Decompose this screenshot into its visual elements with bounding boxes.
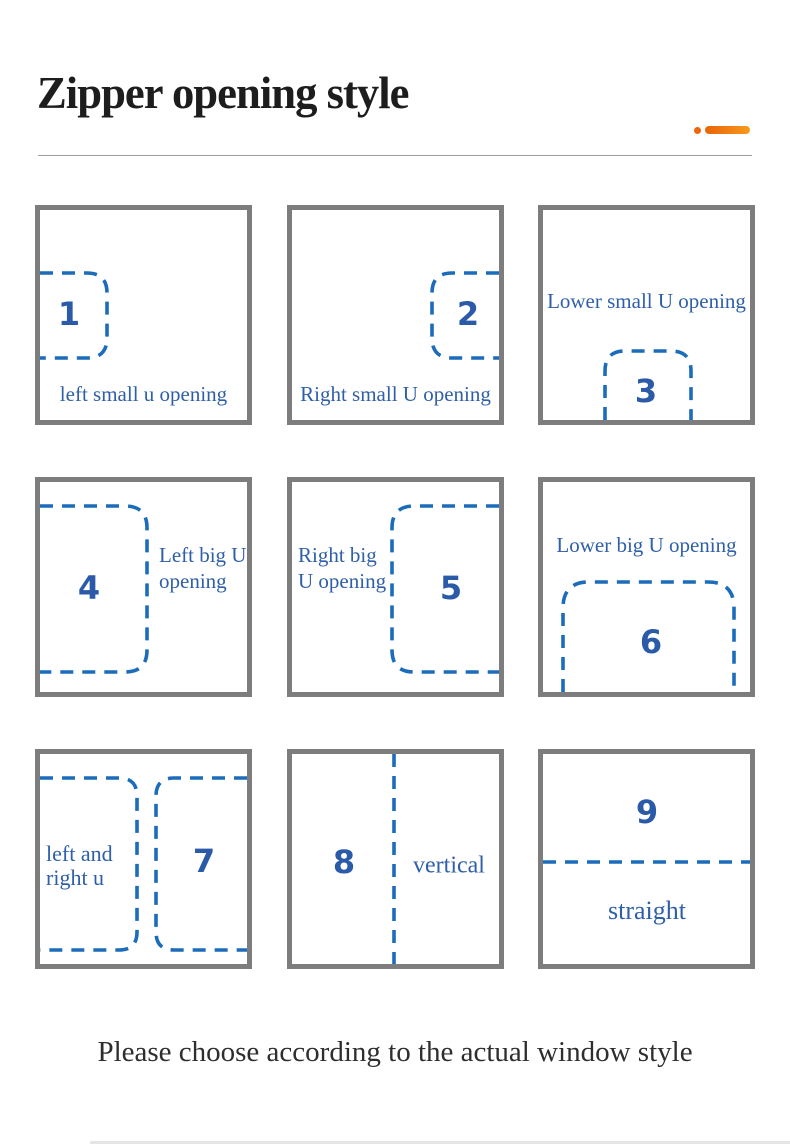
style-label-line1: left and xyxy=(46,841,113,866)
style-card-lower-small-u: Lower small U opening 3 xyxy=(538,205,755,425)
style-label: straight xyxy=(608,896,686,925)
style-number: 5 xyxy=(439,569,463,607)
style-card-right-small-u: 2 Right small U opening xyxy=(287,205,504,425)
style-number: 1 xyxy=(57,295,81,333)
style-number: 3 xyxy=(634,372,658,410)
orange-accent-dash-icon xyxy=(705,126,750,134)
style-card-vertical: 8 vertical xyxy=(287,749,504,969)
style-label: Right big U opening xyxy=(298,542,386,594)
style-label-line2: right u xyxy=(46,865,105,890)
footer-note: Please choose according to the actual wi… xyxy=(97,1036,693,1068)
dashed-opening-path-left xyxy=(40,776,139,952)
style-number: 2 xyxy=(456,295,480,333)
left-and-right-u-outline xyxy=(40,776,247,952)
style-card-left-small-u: 1 left small u opening xyxy=(35,205,252,425)
style-card-straight: 9 straight xyxy=(538,749,755,969)
style-label-line2: opening xyxy=(159,569,227,593)
straight-outline xyxy=(543,860,750,864)
dashed-opening-path xyxy=(40,271,109,360)
style-label-line1: Left big U xyxy=(159,543,247,567)
dashed-opening-path xyxy=(430,271,499,360)
style-card-lower-big-u: Lower big U opening 6 xyxy=(538,477,755,697)
style-label: left and right u xyxy=(46,842,113,890)
title-divider xyxy=(38,155,752,156)
style-number: 4 xyxy=(77,569,101,607)
orange-accent-dot-icon xyxy=(694,127,701,134)
bottom-divider xyxy=(90,1141,790,1144)
style-label: Left big U opening xyxy=(159,542,246,594)
style-number: 9 xyxy=(635,793,659,831)
style-number: 7 xyxy=(192,842,216,880)
vertical-outline xyxy=(392,754,396,964)
style-label: vertical xyxy=(413,852,485,879)
page-title: Zipper opening style xyxy=(37,67,409,118)
dashed-opening-path xyxy=(390,504,499,674)
left-small-u-outline xyxy=(40,271,109,360)
style-card-left-and-right-u: left and right u 7 xyxy=(35,749,252,969)
left-big-u-outline xyxy=(40,504,149,674)
style-label: Right small U opening xyxy=(300,382,491,406)
style-label-line1: Right big xyxy=(298,543,377,567)
right-small-u-outline xyxy=(430,271,499,360)
style-label: Lower big U opening xyxy=(556,533,737,557)
right-big-u-outline xyxy=(390,504,499,674)
dashed-opening-path xyxy=(40,504,149,674)
style-label: left small u opening xyxy=(59,382,228,406)
lower-big-u-outline xyxy=(561,580,736,692)
style-card-right-big-u: Right big U opening 5 xyxy=(287,477,504,697)
style-label: Lower small U opening xyxy=(547,289,746,313)
style-label-line2: U opening xyxy=(298,569,387,593)
style-number: 6 xyxy=(639,623,663,661)
style-card-left-big-u: 4 Left big U opening xyxy=(35,477,252,697)
style-number: 8 xyxy=(332,843,356,881)
dashed-opening-path xyxy=(561,580,736,692)
